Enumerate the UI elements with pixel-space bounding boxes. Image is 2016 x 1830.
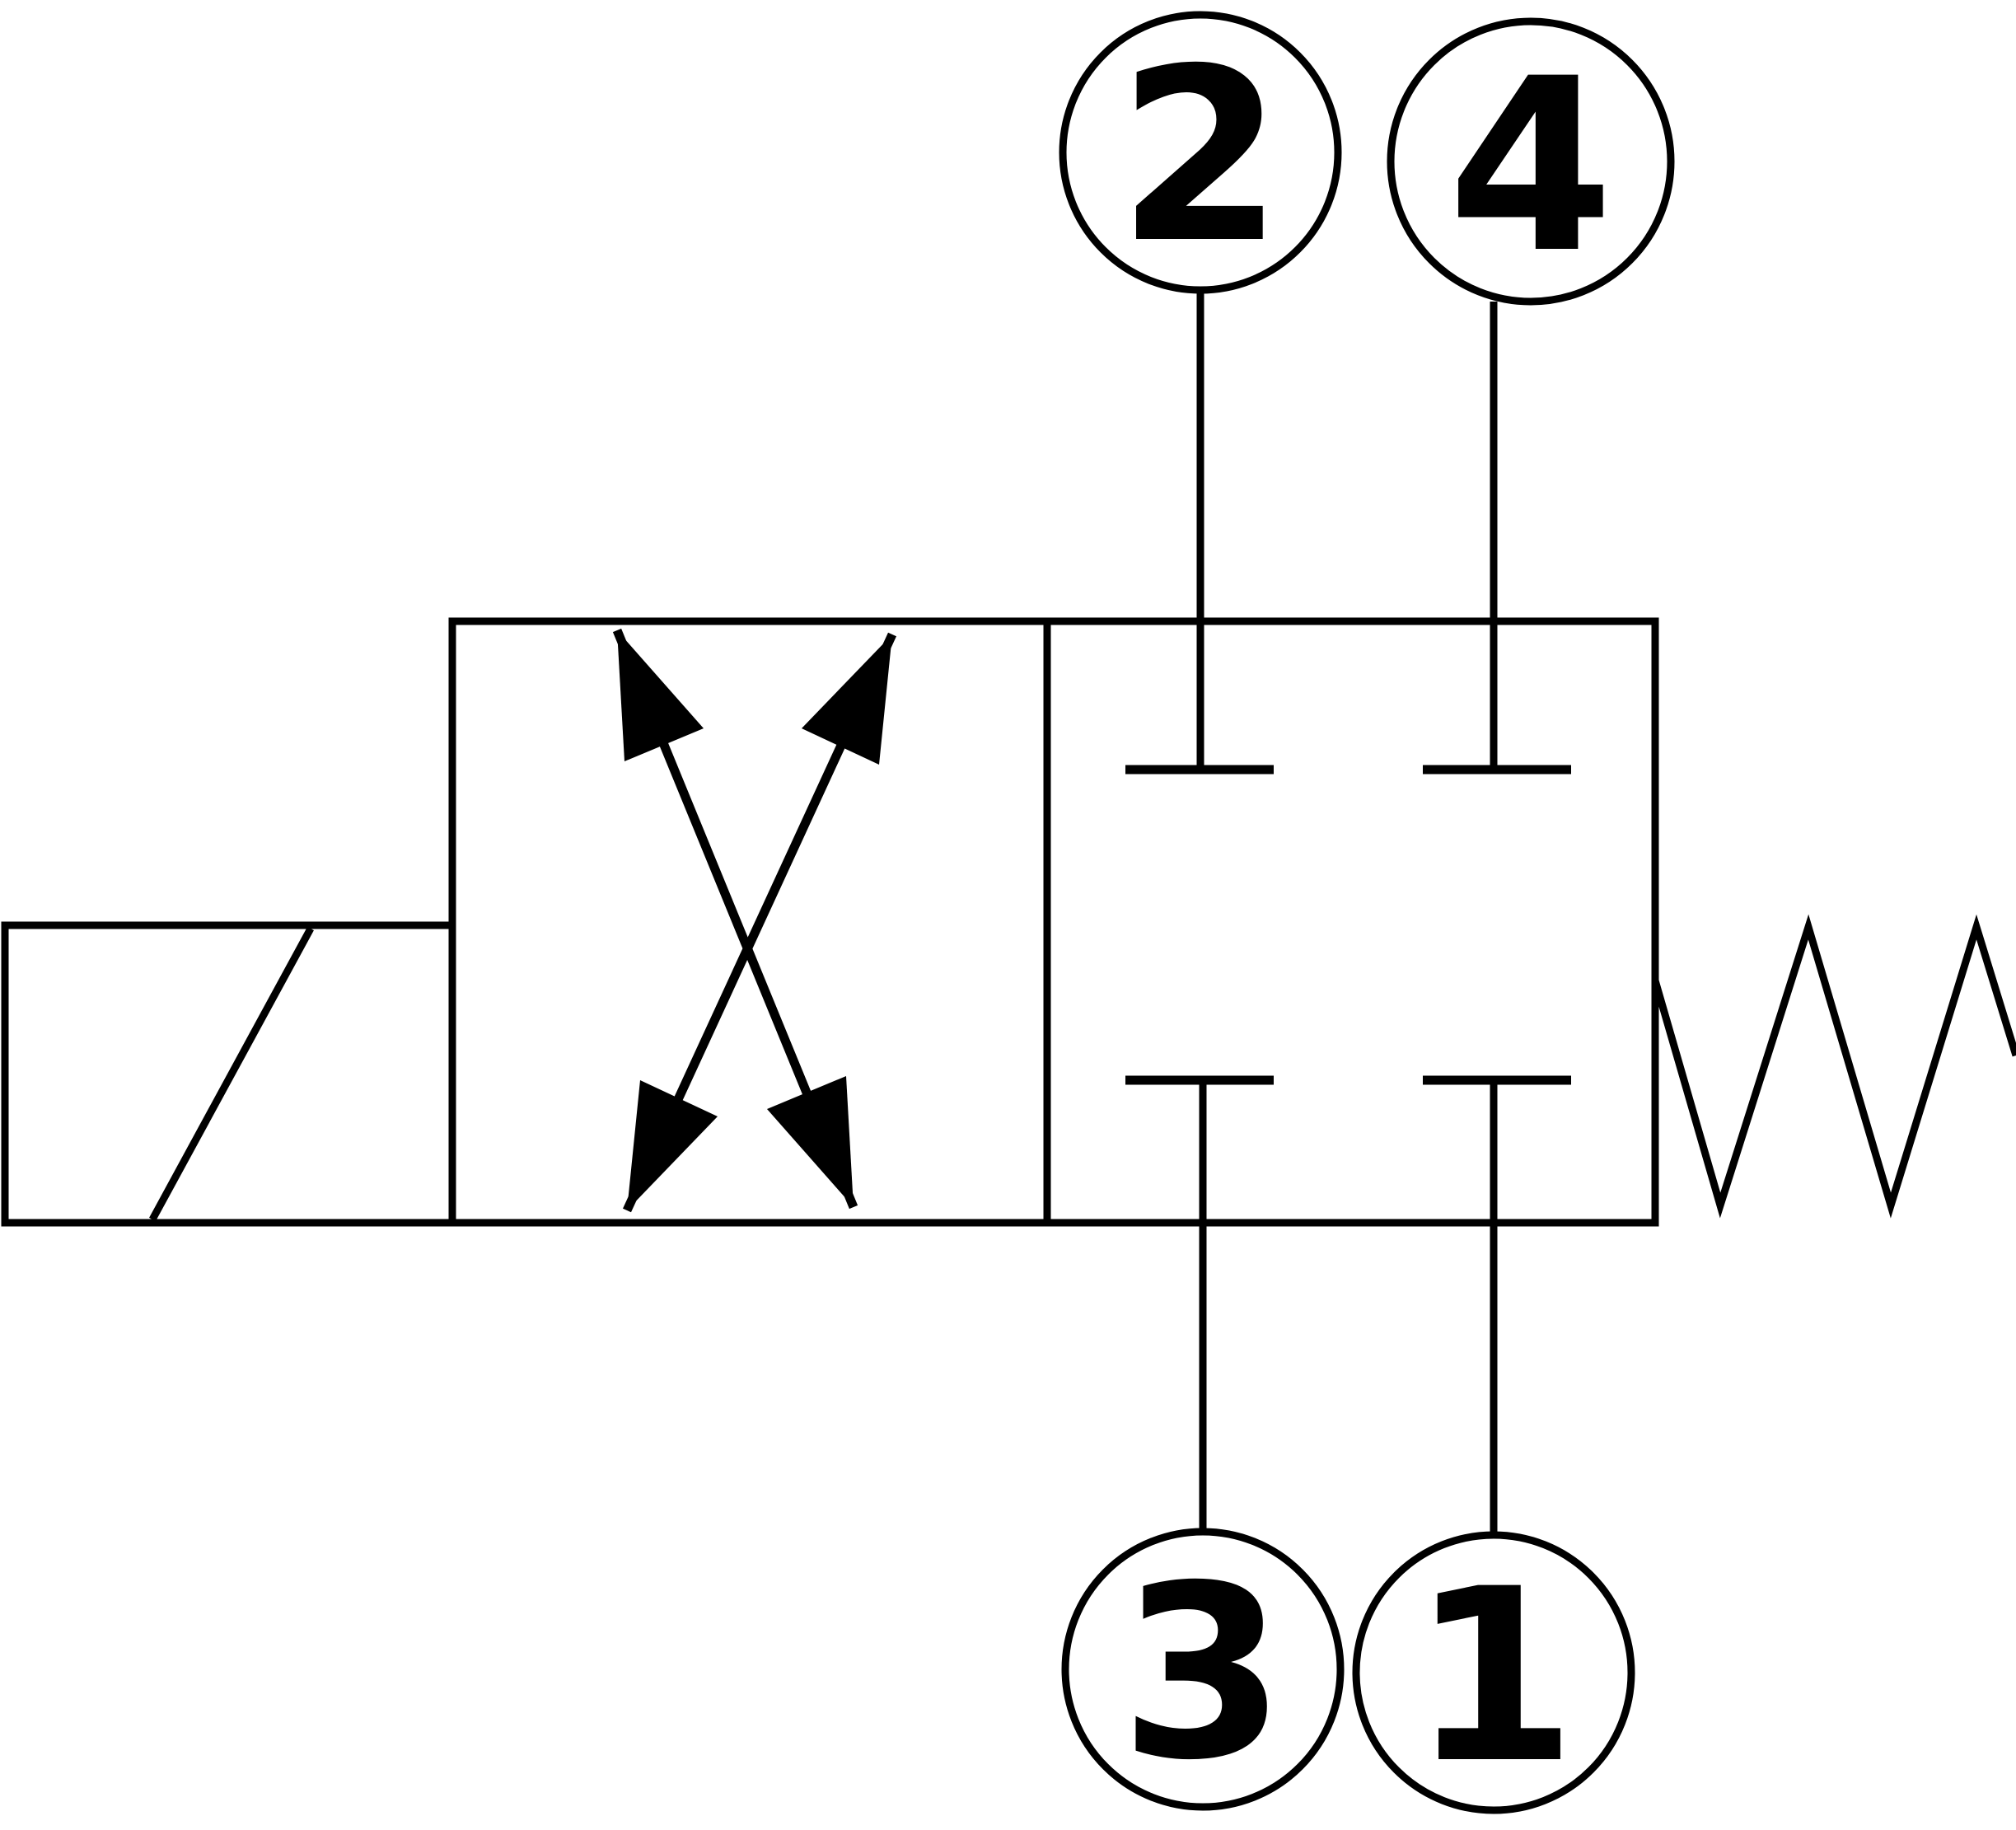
port-1-circle xyxy=(1352,1531,1635,1814)
solenoid-actuator xyxy=(1,921,456,1227)
solenoid-diagonal xyxy=(149,926,314,1222)
port-3-circle xyxy=(1061,1528,1345,1811)
port-4-circle xyxy=(1387,17,1675,306)
arrowhead-top-left-icon xyxy=(617,630,704,761)
spring-symbol xyxy=(1651,914,2016,1219)
port-balloon-3: 3 xyxy=(1061,1528,1345,1813)
port-2-circle xyxy=(1059,11,1342,294)
port-1-label: 1 xyxy=(1410,1538,1577,1816)
valve-body-outline xyxy=(448,617,1659,1227)
arrowhead-top-right-icon xyxy=(802,634,892,765)
port-2-label: 2 xyxy=(1117,18,1284,296)
arrowhead-bottom-left-icon xyxy=(627,1080,718,1210)
port-4-label: 4 xyxy=(1448,28,1614,306)
port-balloon-1: 1 xyxy=(1352,1531,1635,1816)
return-spring xyxy=(1651,914,2016,1219)
valve-body xyxy=(448,617,1659,1227)
port-3-label: 3 xyxy=(1120,1535,1286,1813)
port-balloon-4: 4 xyxy=(1387,17,1675,306)
port-balloon-2: 2 xyxy=(1059,11,1342,296)
port-connection-lines xyxy=(1196,290,1498,1536)
blocked-ports-position xyxy=(1125,765,1571,1085)
crossed-flow-arrows xyxy=(612,628,896,1213)
arrowhead-bottom-right-icon xyxy=(767,1076,854,1207)
